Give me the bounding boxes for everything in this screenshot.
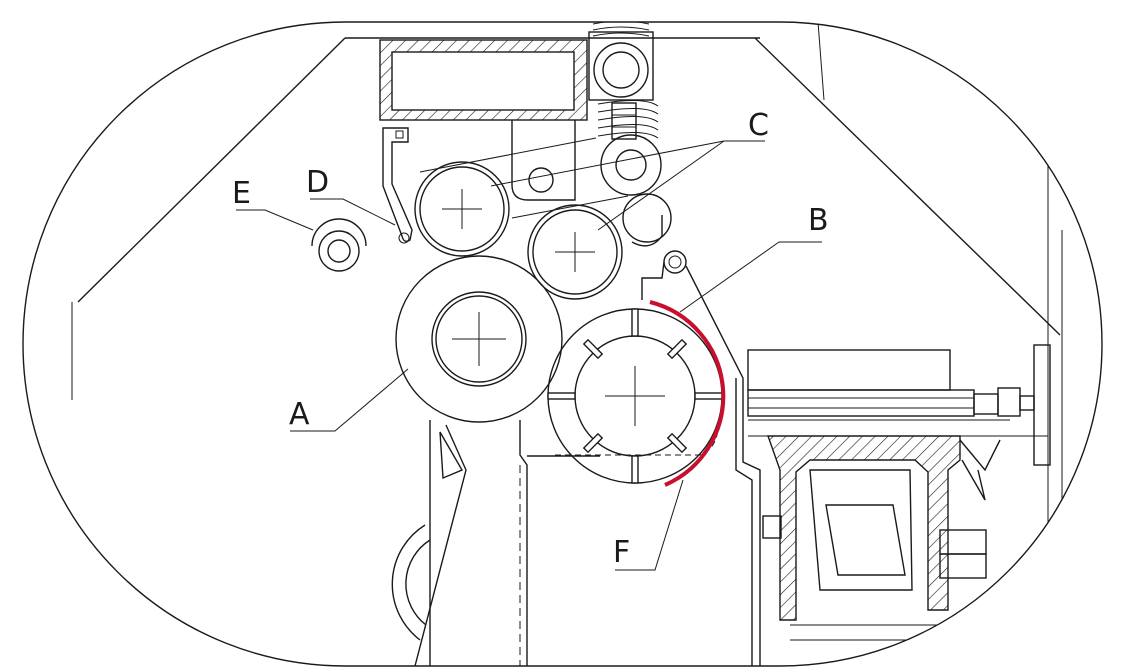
pressure-roller-outer: [600, 134, 662, 196]
roller-c-lower: [527, 204, 623, 300]
leader-e: [236, 209, 314, 231]
leader-b: [679, 241, 822, 313]
guide-plate: [631, 215, 663, 247]
scraper-d: [382, 127, 413, 243]
pressure-roller-inner: [615, 149, 647, 181]
leader-lines: [236, 140, 822, 571]
leader-f: [615, 479, 684, 571]
drum-b: [547, 308, 723, 484]
label-e: E: [232, 176, 251, 211]
drum-blades: [547, 308, 723, 484]
tension-roller: [663, 250, 687, 274]
right-frame-edge: [817, 22, 825, 101]
chute-wall-inner: [735, 378, 753, 666]
roller-e: [311, 218, 367, 272]
label-d: D: [306, 165, 329, 200]
label-f: F: [613, 535, 630, 570]
leader-a: [290, 368, 409, 432]
bracket-pivot: [528, 167, 554, 193]
housing-outline: [22, 21, 1103, 667]
label-b: B: [808, 203, 829, 238]
belt-line-top: [419, 137, 597, 173]
belt-line-bottom: [511, 195, 629, 219]
lower-frame-center: [519, 420, 528, 666]
scraper-pin: [395, 130, 404, 139]
channel-section: [762, 435, 1001, 641]
internal-mechanism: [71, 22, 1063, 666]
tension-roller-hub: [668, 255, 682, 269]
leader-d: [310, 198, 396, 226]
lower-chute-tip: [439, 431, 464, 480]
left-frame-diagonal: [77, 37, 346, 303]
hollow-beam-inner: [391, 51, 575, 111]
right-frame-diagonal: [754, 37, 1061, 336]
beam-bracket: [511, 120, 576, 201]
tension-arm: [641, 261, 665, 300]
scraper-tip: [398, 232, 410, 244]
idler-roller: [622, 193, 672, 243]
sieve-arc-f: [649, 300, 726, 487]
lower-chute-diagonal: [414, 424, 467, 666]
spring-tension-assembly: [588, 22, 659, 140]
leader-c: [490, 140, 765, 231]
label-c: C: [748, 108, 769, 143]
roller-a: [395, 255, 563, 423]
roller-c-upper: [414, 161, 510, 257]
label-a: A: [289, 397, 310, 432]
lower-curve-inner: [405, 539, 431, 626]
chute-wall-right: [685, 265, 761, 666]
lower-curve: [391, 524, 426, 641]
